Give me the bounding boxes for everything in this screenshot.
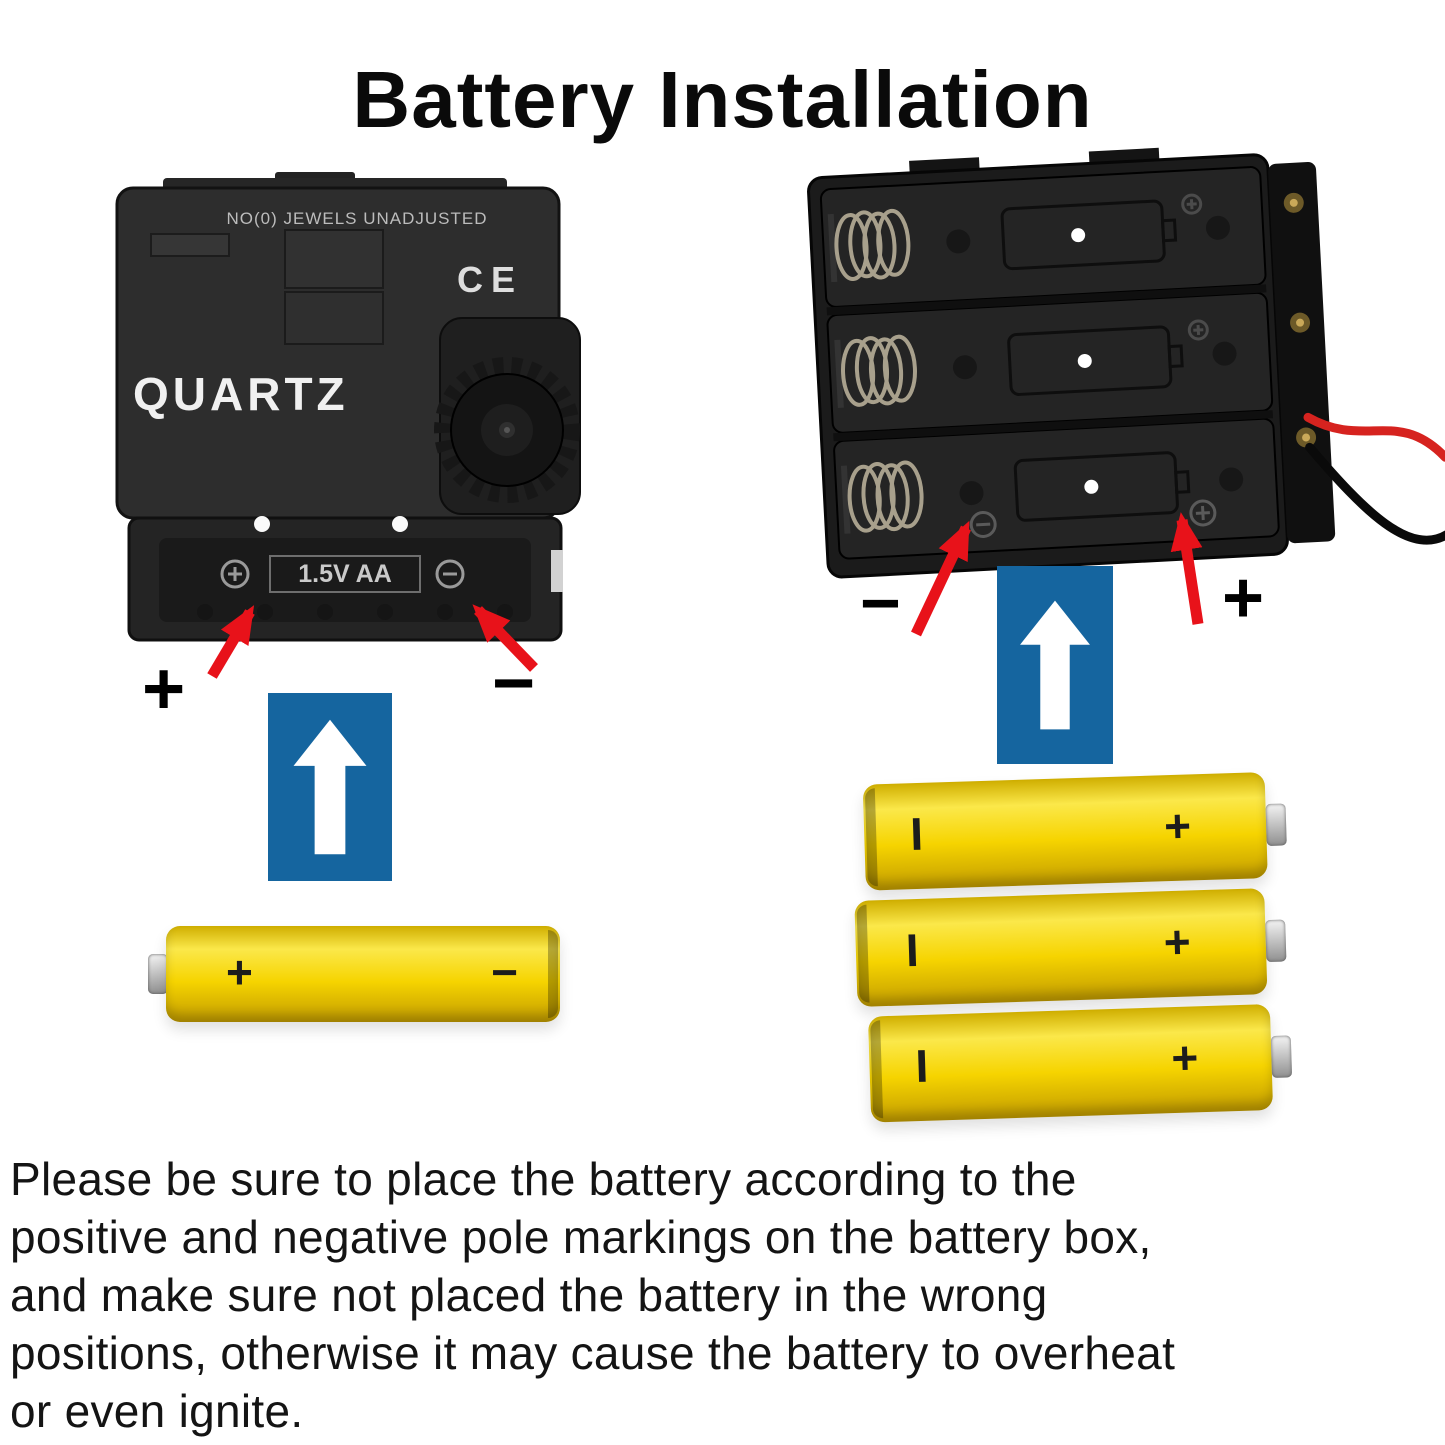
- up-arrow-badge-left: [268, 693, 392, 881]
- battery-neg-print: I: [909, 807, 924, 861]
- battery-positive-cap: [1270, 1035, 1293, 1078]
- right-minus-label: −: [860, 564, 901, 642]
- battery-body: [867, 1004, 1274, 1123]
- battery-positive-cap: [1265, 803, 1287, 847]
- molded-outlines: [1000, 199, 1191, 522]
- engraved-plus-icons: [1181, 193, 1209, 341]
- note-line: Please be sure to place the battery acco…: [10, 1153, 1077, 1205]
- battery-neg-print: I: [914, 1039, 930, 1092]
- battery-clip: [551, 550, 563, 592]
- battery-pos-print: +: [1162, 915, 1192, 969]
- battery-positive-cap: [1265, 919, 1287, 963]
- gear-icon: [434, 357, 580, 503]
- battery-plus-print: +: [226, 945, 253, 998]
- note-line: positions, otherwise it may cause the ba…: [10, 1327, 1176, 1379]
- battery-pos-print: +: [1170, 1031, 1200, 1084]
- installation-note: Please be sure to place the battery acco…: [10, 1150, 1440, 1440]
- battery-holder-photo: [807, 147, 1445, 579]
- note-line: and make sure not placed the battery in …: [10, 1269, 1048, 1321]
- battery-positive-cap: [148, 954, 168, 994]
- battery-pos-print: +: [1163, 799, 1192, 853]
- movement-brand: QUARTZ: [133, 368, 349, 420]
- left-minus-label: −: [492, 641, 536, 724]
- right-plus-label: +: [1222, 558, 1265, 638]
- battery-slot-label: 1.5V AA: [298, 560, 392, 588]
- battery-body: [166, 926, 560, 1022]
- battery-neg-print: I: [905, 923, 920, 977]
- aa-battery-3: I +: [867, 1003, 1293, 1123]
- aa-battery-2: I +: [854, 887, 1287, 1007]
- up-arrow-icon: [293, 719, 367, 855]
- movement-top-text: NO(0) JEWELS UNADJUSTED: [226, 209, 487, 228]
- slot-minus-icon: [435, 559, 465, 589]
- battery-body: [862, 772, 1268, 891]
- up-arrow-icon: [1020, 600, 1090, 730]
- up-arrow-badge-right: [997, 566, 1113, 764]
- contact-springs: [827, 208, 924, 534]
- slot-plus-icon: [220, 559, 250, 589]
- brass-posts: [1283, 192, 1317, 448]
- page-title: Battery Installation: [352, 54, 1093, 144]
- wire-black: [1305, 442, 1445, 545]
- slot-holes: [946, 215, 1244, 506]
- battery-stack: I + I + I +: [847, 769, 1310, 1133]
- aa-battery-single: + −: [148, 926, 560, 1022]
- battery-negative-ring: [548, 930, 558, 1018]
- clock-movement-photo: NO(0) JEWELS UNADJUSTED CE QUARTZ 1.5V A…: [115, 172, 581, 642]
- ce-mark-text: CE: [457, 259, 523, 300]
- wire-red: [1303, 412, 1445, 462]
- left-plus-label: +: [142, 647, 186, 730]
- note-line: positive and negative pole markings on t…: [10, 1211, 1152, 1263]
- note-line: or even ignite.: [10, 1385, 304, 1437]
- holder-side-wall: [1268, 162, 1336, 544]
- aa-battery-1: I +: [862, 771, 1288, 891]
- battery-minus-print: −: [491, 945, 518, 998]
